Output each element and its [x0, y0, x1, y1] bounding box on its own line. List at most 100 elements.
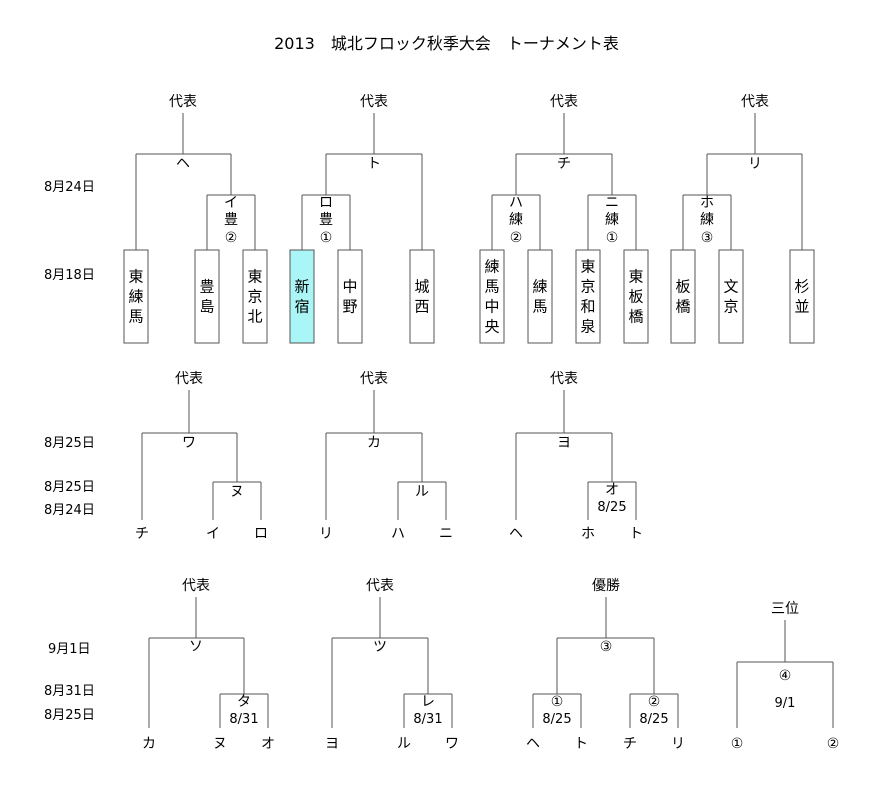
match-label: イ [224, 195, 238, 211]
leaf-label: イ [206, 526, 220, 542]
match-label: ト [367, 156, 381, 172]
bracket-block-he: 代表 ヘ イ 豊 ② [123, 94, 268, 344]
venue-label: 練 [700, 212, 714, 228]
bracket-block-yo: 代表 ヨ オ 8/25 ヘ ホ ト [509, 371, 643, 542]
bracket-block-ka: 代表 カ ル リ ハ ニ [319, 371, 453, 542]
venue-label: 豊 [224, 212, 238, 228]
match-date: 8/25 [639, 712, 668, 727]
match-date: 8/25 [542, 712, 571, 727]
team-name: 城西 [414, 278, 429, 316]
match-label: ② [648, 694, 661, 710]
match-label: ③ [600, 639, 613, 655]
leaf-label: ヨ [325, 736, 339, 752]
match-label: ホ [700, 195, 714, 211]
bracket-block-to: 代表 ト ロ 豊 ① [289, 94, 435, 344]
match-label: ① [551, 694, 564, 710]
rep-label: 代表 [550, 94, 578, 110]
bracket-block-tsu: 代表 ツ レ 8/31 ヨ ル ワ [325, 578, 459, 752]
match-label: オ [605, 482, 619, 498]
team-name: 東京和泉 [580, 258, 595, 336]
bracket-block-third: 三位 ④ 9/1 ① ② [731, 601, 840, 752]
leaf-label: ヘ [509, 526, 523, 542]
rep-label: 代表 [175, 371, 203, 387]
leaf-label: ① [731, 736, 744, 752]
leaf-label: リ [671, 736, 685, 752]
rep-label: 代表 [550, 371, 578, 387]
team-name: 杉並 [794, 278, 809, 316]
leaf-label: ヌ [213, 736, 227, 752]
match-label: ④ [779, 668, 792, 684]
leaf-label: ホ [581, 526, 595, 542]
match-label: ル [415, 484, 429, 500]
match-date: 8/25 [597, 500, 626, 515]
bracket-block-chi: 代表 チ ハ 練 ② ニ 練 ① [479, 94, 649, 344]
venue-order: ② [225, 230, 238, 246]
date-label: 8月25日 [44, 708, 95, 723]
rep-label: 代表 [360, 371, 388, 387]
match-date: 8/31 [413, 712, 442, 727]
match-label: レ [421, 694, 435, 710]
venue-order: ② [510, 230, 523, 246]
bracket-block-so: 代表 ソ タ 8/31 カ ヌ オ [142, 578, 275, 752]
date-label: 9月1日 [48, 642, 91, 657]
match-label: ヘ [176, 156, 190, 172]
team-name: 練馬 [532, 278, 547, 316]
team-name: 板橋 [675, 278, 690, 316]
bracket-block-wa: 代表 ワ ヌ チ イ ロ [135, 371, 268, 542]
rep-label: 代表 [169, 94, 197, 110]
leaf-label: ② [827, 736, 840, 752]
match-label: ツ [373, 639, 387, 655]
leaf-label: チ [623, 736, 637, 752]
match-label: ヌ [230, 484, 244, 500]
team-name: 東練馬 [128, 268, 143, 326]
venue-order: ① [606, 230, 619, 246]
rep-label: 代表 [360, 94, 388, 110]
leaf-label: ロ [254, 526, 268, 542]
venue-order: ③ [701, 230, 714, 246]
match-label: タ [237, 694, 251, 710]
match-label: ワ [182, 435, 196, 451]
leaf-label: ト [574, 736, 588, 752]
date-label: 8月31日 [44, 684, 95, 699]
team-name: 文京 [723, 278, 738, 316]
match-label: ロ [319, 195, 333, 211]
bracket-block-final: 優勝 ③ ① 8/25 ② 8/25 ヘ ト チ リ [526, 578, 685, 752]
date-label: 8月18日 [44, 268, 95, 283]
champion-label: 優勝 [592, 578, 620, 594]
match-label: ニ [605, 195, 619, 211]
leaf-label: オ [261, 736, 275, 752]
venue-order: ① [320, 230, 333, 246]
third-place-label: 三位 [771, 601, 799, 617]
match-label: ハ [509, 195, 523, 211]
date-label: 8月25日 [44, 436, 95, 451]
team-name: 新宿 [294, 278, 309, 316]
date-label: 8月24日 [44, 503, 95, 518]
match-label: ヨ [557, 435, 571, 451]
rep-label: 代表 [182, 578, 210, 594]
venue-label: 練 [605, 212, 619, 228]
match-label: リ [748, 156, 762, 172]
leaf-label: ワ [445, 736, 459, 752]
match-date: 8/31 [229, 712, 258, 727]
rep-label: 代表 [741, 94, 769, 110]
date-label: 8月25日 [44, 480, 95, 495]
leaf-label: リ [319, 526, 333, 542]
team-name: 豊島 [199, 278, 214, 316]
venue-label: 練 [509, 212, 523, 228]
leaf-label: カ [142, 736, 156, 752]
team-name: 東板橋 [628, 268, 643, 326]
venue-label: 豊 [319, 212, 333, 228]
team-name: 練馬中央 [484, 258, 499, 336]
bracket-block-ri: 代表 リ ホ 練 ③ [670, 94, 815, 344]
leaf-label: ヘ [526, 736, 540, 752]
team-name: 中野 [342, 278, 357, 316]
team-name: 東京北 [247, 268, 262, 326]
leaf-label: ト [629, 526, 643, 542]
match-date: 9/1 [775, 696, 796, 711]
rep-label: 代表 [366, 578, 394, 594]
leaf-label: チ [135, 526, 149, 542]
leaf-label: ニ [439, 526, 453, 542]
leaf-label: ル [397, 736, 411, 752]
